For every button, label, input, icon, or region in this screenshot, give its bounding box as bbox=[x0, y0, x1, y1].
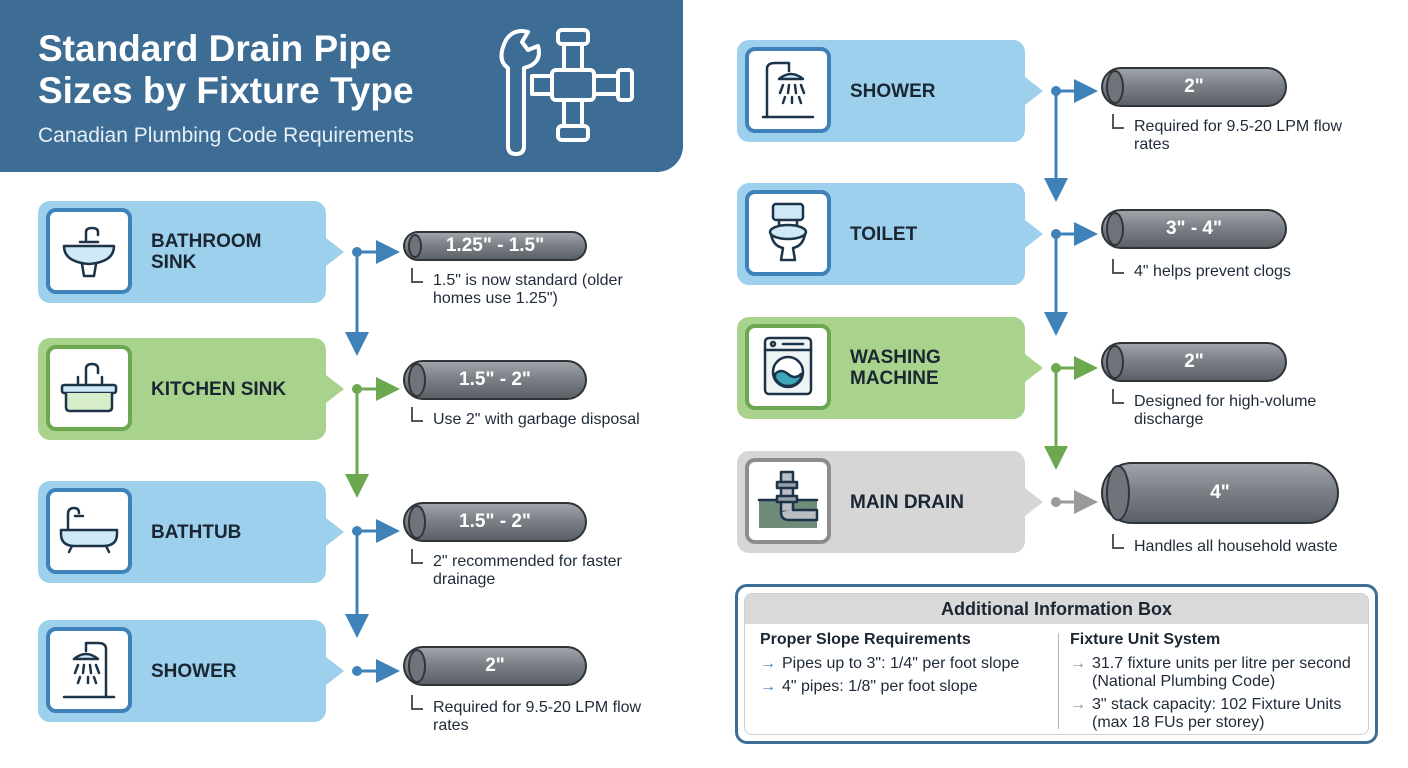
info-divider bbox=[1058, 633, 1059, 729]
kitchen-sink-icon bbox=[60, 362, 118, 413]
slope-item: Pipes up to 3": 1/4" per foot slope bbox=[760, 655, 1050, 673]
pipe-note: 4" helps prevent clogs bbox=[1112, 259, 1354, 281]
toilet-icon bbox=[768, 202, 808, 262]
fixture-card-kitchen-sink: KITCHEN SINK bbox=[38, 338, 344, 440]
pipe-graphic: 2" bbox=[1101, 342, 1287, 382]
slope-heading: Proper Slope Requirements bbox=[760, 631, 971, 648]
pipe-size-label: 4" bbox=[1210, 482, 1230, 503]
fixture-label: SHOWER bbox=[151, 660, 237, 682]
pipe-note: Designed for high-volume discharge bbox=[1112, 389, 1374, 429]
pipe-size-label: 1.5" - 2" bbox=[459, 511, 531, 532]
fixture-units-item: 3" stack capacity: 102 Fixture Units (ma… bbox=[1070, 696, 1360, 732]
pipe-note: Required for 9.5-20 LPM flow rates bbox=[411, 695, 673, 735]
pipe-note: Handles all household waste bbox=[1112, 534, 1394, 556]
fixture-label: MAIN DRAIN bbox=[850, 491, 964, 513]
fixture-unit-system: Fixture Unit System 31.7 fixture units p… bbox=[1070, 631, 1360, 737]
pipe-size-label: 2" bbox=[1184, 351, 1204, 372]
page-subtitle: Canadian Plumbing Code Requirements bbox=[38, 124, 414, 147]
shower-icon bbox=[62, 641, 116, 699]
pipe-graphic: 1.5" - 2" bbox=[403, 502, 587, 542]
fixture-card-bathroom-sink: BATHROOM SINK bbox=[38, 201, 344, 303]
fixture-card-toilet: TOILET bbox=[737, 183, 1043, 285]
fixture-label: WASHING MACHINE bbox=[850, 347, 941, 389]
pipe-graphic: 2" bbox=[1101, 67, 1287, 107]
pipe-note: 2" recommended for faster drainage bbox=[411, 549, 673, 589]
pipe-graphic: 1.25" - 1.5" bbox=[403, 231, 587, 261]
pipe-graphic: 2" bbox=[403, 646, 587, 686]
pipe-graphic: 3" - 4" bbox=[1101, 209, 1287, 249]
pipe-size-label: 2" bbox=[1184, 76, 1204, 97]
shower-icon bbox=[761, 61, 815, 119]
info-box-title: Additional Information Box bbox=[745, 594, 1368, 624]
additional-info-box: Additional Information Box Proper Slope … bbox=[735, 584, 1378, 744]
fixture-card-washing-machine: WASHING MACHINE bbox=[737, 317, 1043, 419]
header-banner: Standard Drain Pipe Sizes by Fixture Typ… bbox=[0, 0, 683, 172]
slope-item: 4" pipes: 1/8" per foot slope bbox=[760, 678, 1050, 696]
fixture-card-bathtub: BATHTUB bbox=[38, 481, 344, 583]
slope-requirements: Proper Slope Requirements Pipes up to 3"… bbox=[760, 631, 1050, 701]
pipe-note: Required for 9.5-20 LPM flow rates bbox=[1112, 114, 1354, 154]
fixture-label: SHOWER bbox=[850, 80, 936, 102]
fixture-label: KITCHEN SINK bbox=[151, 378, 287, 400]
pipe-graphic: 1.5" - 2" bbox=[403, 360, 587, 400]
bathtub-icon bbox=[59, 506, 119, 554]
fixture-label: BATHROOM SINK bbox=[151, 231, 262, 273]
fixture-card-shower: SHOWER bbox=[737, 40, 1043, 142]
bathroom-sink-icon bbox=[62, 226, 116, 278]
pipe-note: Use 2" with garbage disposal bbox=[411, 407, 673, 429]
pipe-note: 1.5" is now standard (older homes use 1.… bbox=[411, 268, 673, 308]
pipe-graphic: 4" bbox=[1101, 462, 1339, 524]
pipe-size-label: 1.5" - 2" bbox=[459, 369, 531, 390]
main-drain-icon bbox=[757, 470, 819, 528]
wrench-and-pipe-fittings-icon bbox=[499, 28, 634, 156]
pipe-size-label: 2" bbox=[485, 655, 505, 676]
pipe-size-label: 1.25" - 1.5" bbox=[445, 235, 545, 256]
washing-machine-icon bbox=[763, 336, 813, 396]
pipe-size-label: 3" - 4" bbox=[1165, 218, 1223, 239]
fixture-label: BATHTUB bbox=[151, 521, 242, 543]
fixture-units-heading: Fixture Unit System bbox=[1070, 631, 1221, 648]
page-title: Standard Drain Pipe Sizes by Fixture Typ… bbox=[38, 28, 414, 111]
fixture-label: TOILET bbox=[850, 223, 918, 245]
fixture-card-shower: SHOWER bbox=[38, 620, 344, 722]
fixture-units-item: 31.7 fixture units per litre per second … bbox=[1070, 655, 1360, 691]
fixture-card-main-drain: MAIN DRAIN bbox=[737, 451, 1043, 553]
